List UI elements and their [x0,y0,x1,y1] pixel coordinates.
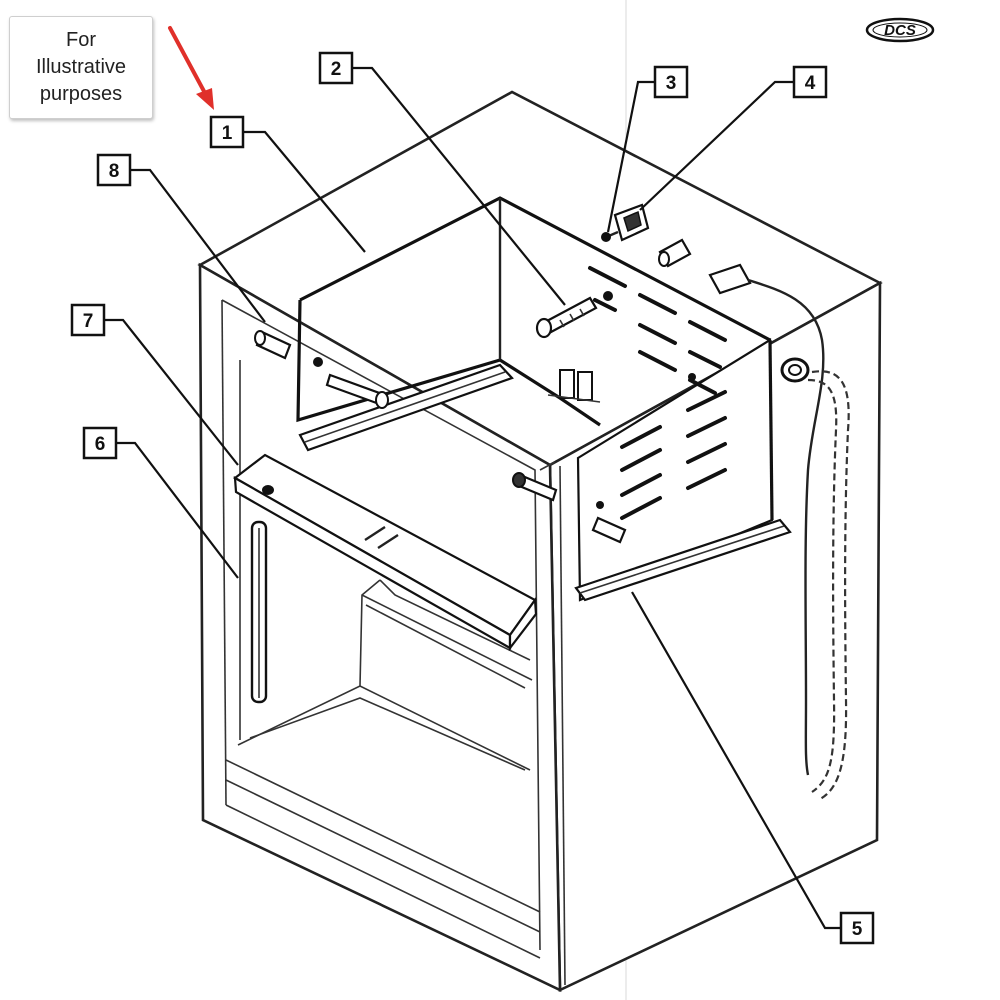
part-2-screw [535,296,598,339]
leader-7 [104,318,239,466]
callout-1-number: 1 [222,123,233,144]
left-screw [325,373,389,409]
middle-bracket [547,369,601,403]
panel-pin [591,516,627,544]
callout-8-number: 8 [109,161,120,182]
leader-8 [130,168,266,323]
leader-5 [631,591,841,930]
part-4-switch [613,203,650,242]
leader-1 [243,130,366,253]
callout-2-number: 2 [331,59,342,80]
leader-2 [352,66,566,306]
callout-4-number: 4 [805,73,816,94]
front-screw [512,472,558,502]
callout-1: 1 [209,115,245,149]
part-6-slide-rod [250,520,268,704]
leader-6 [116,441,239,579]
callout-4: 4 [792,65,828,99]
inner-rail [298,363,514,452]
leader-4 [639,80,794,211]
callout-5: 5 [839,911,875,945]
illustrative-note: For Illustrative purposes [9,16,153,119]
leader-lines [104,66,841,930]
part-7-front-tray [233,453,538,652]
callout-7: 7 [70,303,106,337]
callout-6: 6 [82,426,118,460]
callout-2: 2 [318,51,354,85]
callout-5-number: 5 [852,919,863,940]
callout-7-number: 7 [83,311,94,332]
illustrative-note-text: For Illustrative purposes [35,29,127,105]
part-1-liner-tub [296,196,774,602]
part-5-side-rail [574,518,792,602]
spacer-top [658,238,692,268]
callout-3-number: 3 [666,73,677,94]
part-3-bracket-clip [601,230,619,242]
liner-slots [588,266,727,520]
red-arrow-icon [168,26,214,110]
dcs-logo-icon: DCS [865,17,935,43]
part-8-spacer [254,330,292,360]
callout-6-number: 6 [95,434,106,455]
cabinet-body [197,90,883,993]
callout-3: 3 [653,65,689,99]
callout-8: 8 [96,153,132,187]
leader-3 [606,80,655,233]
wire-harness [708,263,850,802]
dcs-logo-text: DCS [884,22,916,39]
